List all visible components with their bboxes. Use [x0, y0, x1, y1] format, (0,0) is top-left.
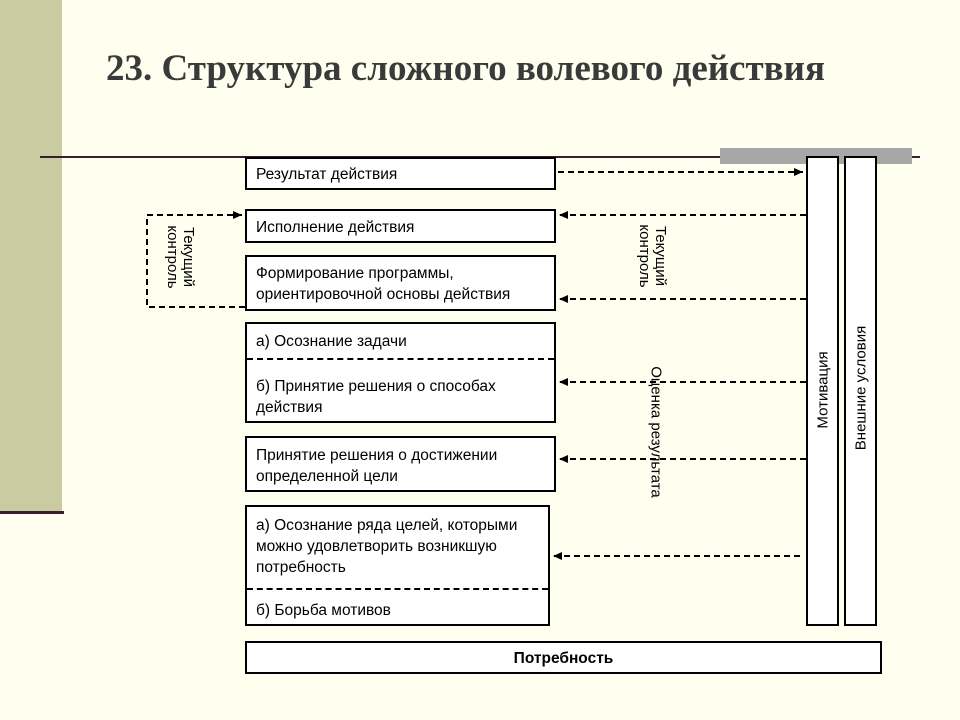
left-decor-band	[0, 0, 62, 513]
left-decor-line	[0, 511, 64, 514]
box-goal-decision-text: Принятие решения о достижении определенн…	[256, 447, 498, 485]
box-method-decision-text: б) Принятие решения о способах действия	[256, 378, 496, 416]
box-goal-decision: Принятие решения о достижении определенн…	[245, 436, 556, 492]
box-decision-divider	[247, 358, 554, 360]
box-execution: Исполнение действия	[245, 209, 556, 243]
box-goals-group: а) Осознание ряда целей, которыми можно …	[245, 505, 550, 626]
left-control-loop	[146, 211, 245, 308]
box-result-text: Результат действия	[256, 166, 398, 183]
slide-title: 23. Структура сложного волевого действия	[106, 48, 825, 89]
box-task-awareness-text: а) Осознание задачи	[256, 333, 407, 350]
box-need-text: Потребность	[513, 650, 614, 667]
external-conditions-column	[844, 156, 877, 626]
box-need: Потребность	[245, 641, 882, 674]
box-execution-text: Исполнение действия	[256, 219, 415, 236]
box-program-text: Формирование программы, ориентировочной …	[256, 265, 511, 303]
box-program: Формирование программы, ориентировочной …	[245, 255, 556, 311]
box-goals-awareness-text: а) Осознание ряда целей, которыми можно …	[256, 517, 518, 576]
box-decision-group: а) Осознание задачи б) Принятие решения …	[245, 322, 556, 423]
box-motive-struggle-text: б) Борьба мотивов	[256, 602, 391, 619]
motivation-column	[806, 156, 839, 626]
box-result: Результат действия	[245, 157, 556, 190]
box-goals-divider	[247, 588, 548, 590]
